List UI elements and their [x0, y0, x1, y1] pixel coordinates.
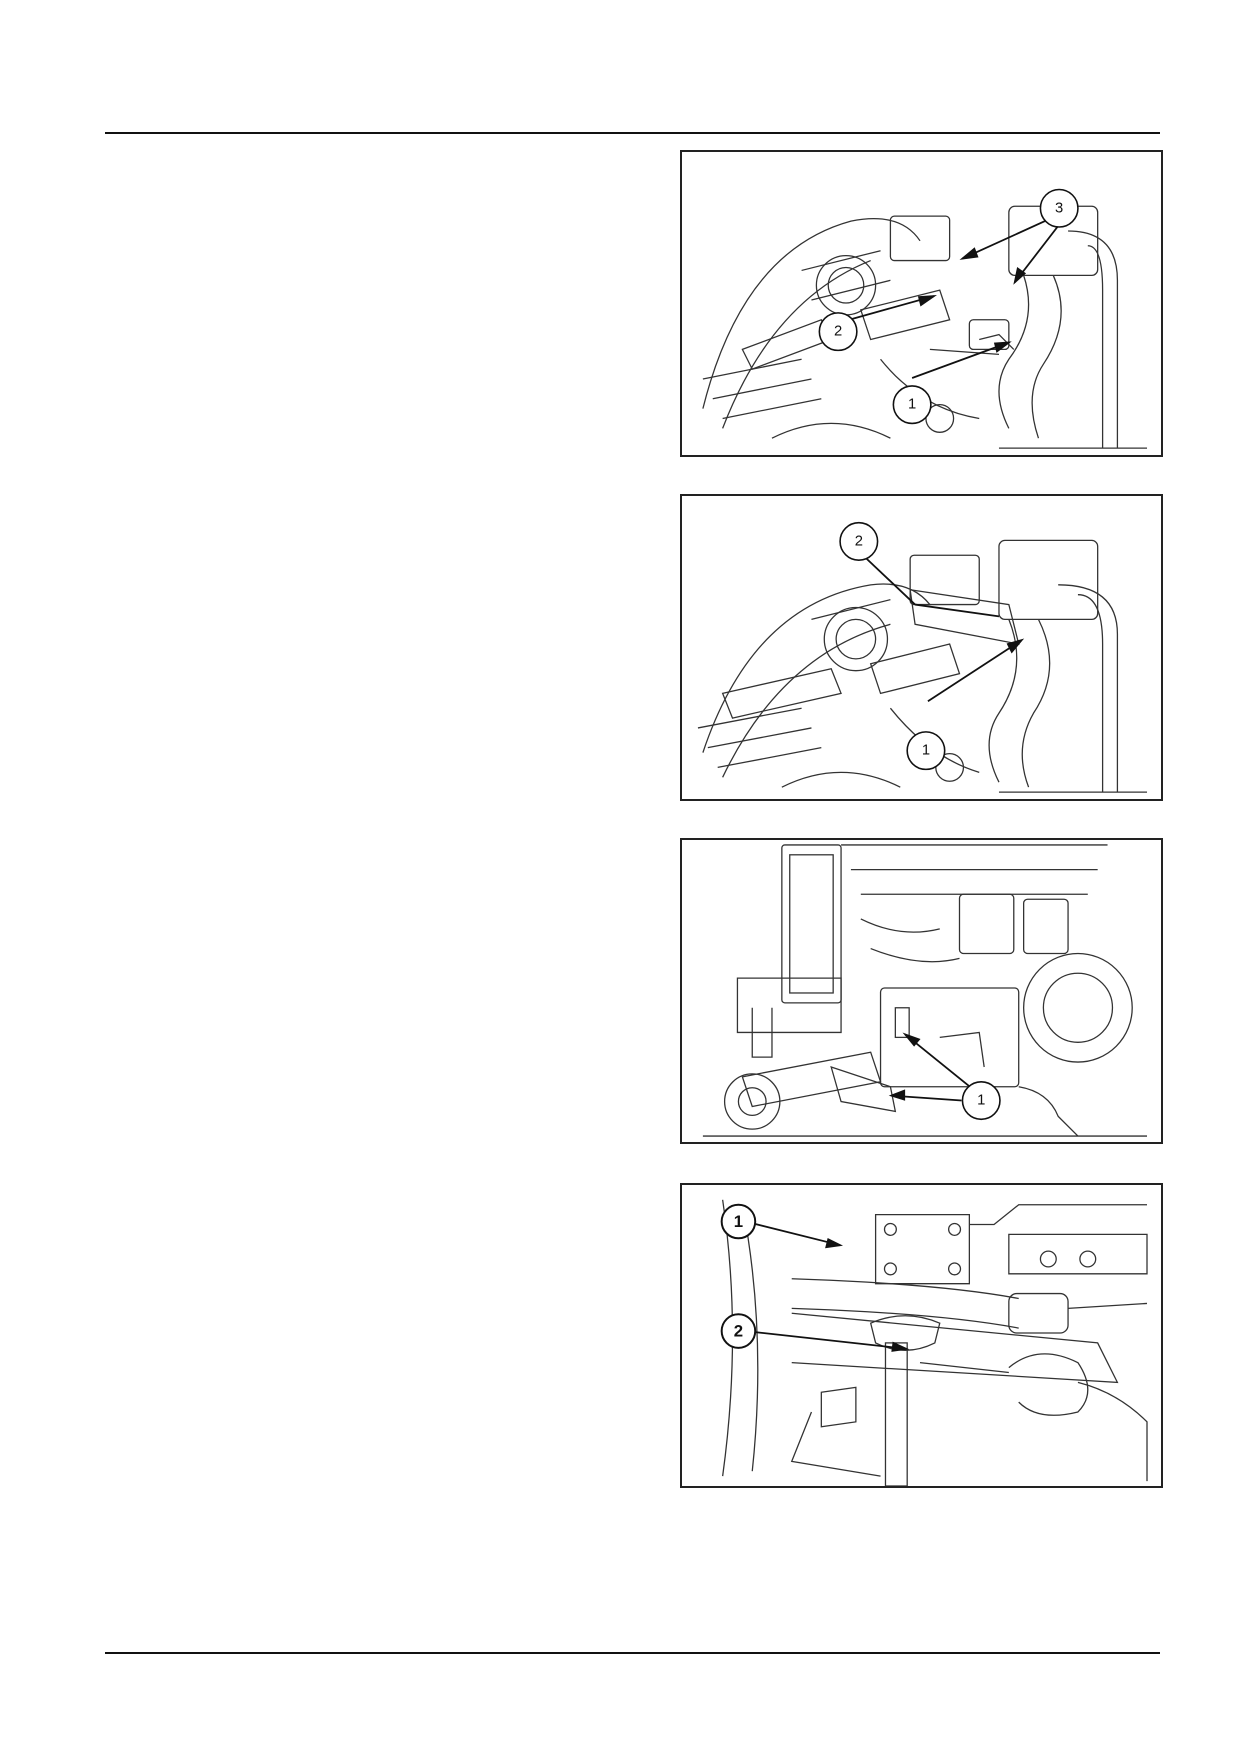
engine-side-illustration: 1	[702, 844, 1148, 1137]
figure-2: 2 1	[680, 494, 1163, 801]
footer-rule	[105, 1652, 1160, 1654]
callout-1: 1	[922, 743, 930, 759]
callout-2: 2	[834, 324, 842, 340]
engine-hose-illustration-1: 3 2 1	[702, 188, 1148, 449]
callout-1: 1	[977, 1093, 985, 1109]
callout-2: 2	[734, 1322, 743, 1341]
callout-2: 2	[855, 533, 863, 549]
filter-removal-illustration: 1 2	[720, 1199, 1148, 1486]
figure-3: 1	[680, 838, 1163, 1144]
figure-4: 1 2	[680, 1183, 1163, 1488]
callout-3: 3	[1055, 200, 1063, 216]
callout-1: 1	[908, 397, 916, 413]
figure-1: 3 2 1	[680, 150, 1163, 457]
engine-hose-illustration-2: 2 1	[697, 521, 1148, 793]
callout-1: 1	[734, 1212, 743, 1231]
header-rule	[105, 132, 1160, 134]
